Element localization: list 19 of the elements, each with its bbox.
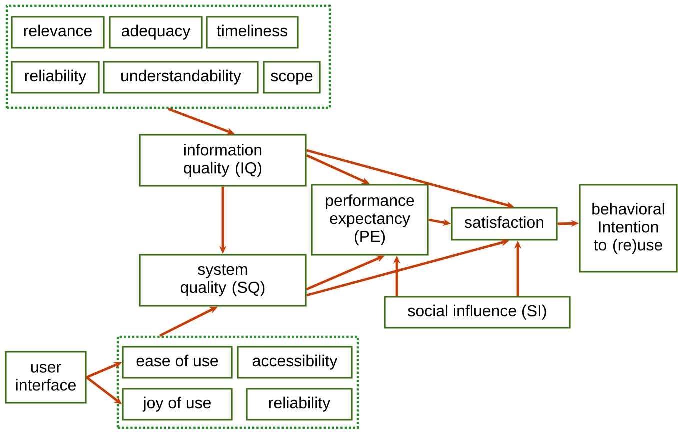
construct-box: information quality (IQ): [139, 134, 307, 187]
factor-box: understandability: [103, 61, 259, 94]
construct-box: user interface: [5, 351, 87, 404]
factor-box: timeliness: [206, 16, 299, 49]
factor-box: reliability: [246, 388, 353, 421]
construct-box: system quality (SQ): [139, 254, 307, 307]
construct-box: social influence (SI): [384, 296, 571, 329]
factor-box: ease of use: [122, 346, 233, 379]
factor-box: adequacy: [109, 16, 203, 49]
factor-box: joy of use: [122, 388, 233, 421]
factor-box: accessibility: [237, 346, 353, 379]
dotted-group-frame: [6, 4, 332, 110]
dotted-group-frame: [116, 336, 360, 430]
factor-box: reliability: [11, 61, 100, 94]
construct-box: satisfaction: [451, 207, 558, 241]
factor-box: relevance: [11, 16, 105, 49]
construct-box: behavioral Intention to (re)use: [579, 184, 678, 273]
construct-box: performance expectancy (PE): [311, 184, 429, 256]
factor-box: scope: [263, 61, 321, 94]
